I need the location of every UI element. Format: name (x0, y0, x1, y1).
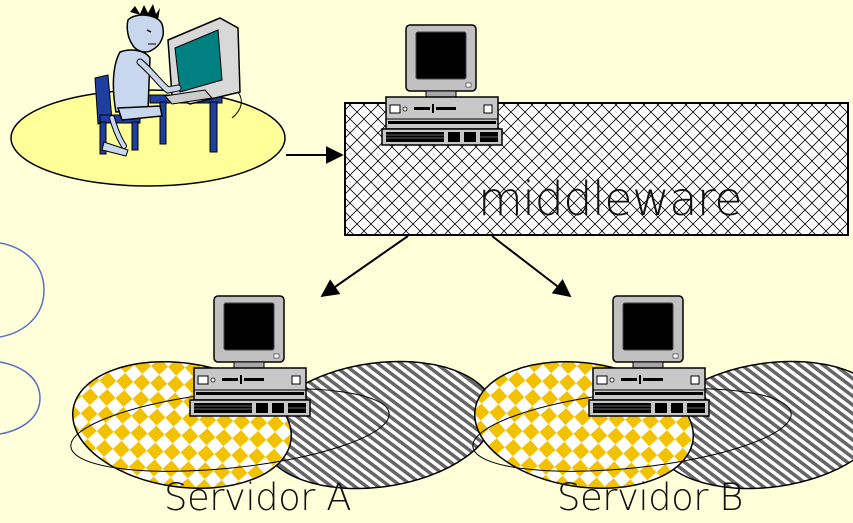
side-arc-lower (0, 361, 41, 435)
user-workstation (10, 4, 286, 187)
arrow-middleware-to-server-a (320, 235, 409, 298)
server-b-label: Servidor B (557, 476, 743, 519)
middleware-computer (381, 24, 503, 146)
user-person (101, 4, 182, 157)
server-b-computer (588, 295, 710, 417)
server-a-computer (189, 295, 311, 417)
side-arc-upper (0, 242, 45, 338)
server-a-label: Servidor A (164, 476, 352, 519)
arrow-middleware-to-server-b (491, 235, 572, 298)
middleware-label: middleware (478, 172, 743, 226)
